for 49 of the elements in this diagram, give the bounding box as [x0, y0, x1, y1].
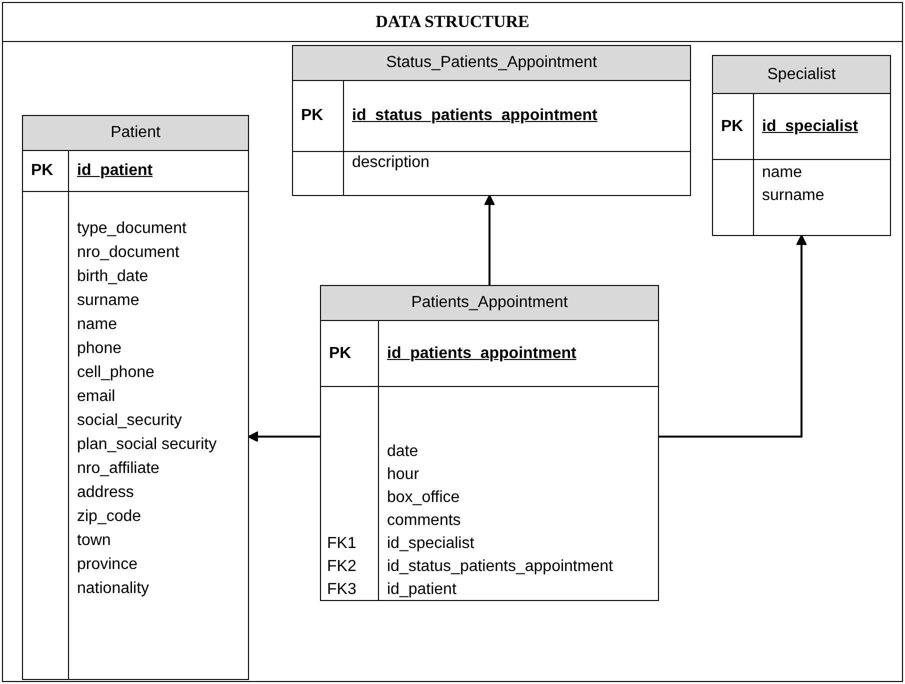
field-name: social_security: [77, 411, 182, 431]
key-label: PK: [31, 161, 54, 181]
entity-table: [292, 45, 691, 196]
field-name: name: [762, 163, 802, 183]
field-name: plan_social security: [77, 435, 217, 455]
field-name: hour: [387, 465, 420, 485]
field-name: id_status_patients_appointment: [387, 557, 613, 577]
field-name: type_document: [77, 219, 186, 239]
key-label: PK: [301, 106, 324, 126]
field-name: nro_affiliate: [77, 459, 160, 479]
table-name: Patient: [23, 116, 248, 151]
field-name: box_office: [387, 488, 460, 508]
field-name: birth_date: [77, 267, 148, 287]
entity-table: [320, 285, 659, 601]
field-name: surname: [77, 291, 140, 311]
table-name: Patients_Appointment: [321, 286, 658, 321]
field-name: name: [77, 315, 118, 335]
field-name: cell_phone: [77, 363, 154, 383]
field-name: address: [77, 483, 134, 503]
field-name: email: [77, 387, 116, 407]
primary-key-field: id_patient: [77, 161, 153, 181]
foreign-key-label: FK3: [327, 580, 356, 600]
field-name: comments: [387, 511, 461, 531]
field-name: nro_document: [77, 243, 180, 263]
table-name: Specialist: [713, 56, 890, 94]
primary-key-field: id_status_patients_appointment: [352, 106, 598, 126]
entity-table: [712, 55, 891, 236]
field-name: surname: [762, 186, 824, 206]
key-label: PK: [329, 344, 352, 364]
field-name: id_patient: [387, 580, 456, 600]
field-name: phone: [77, 339, 122, 359]
field-name: nationality: [77, 579, 150, 599]
primary-key-field: id_specialist: [762, 116, 858, 136]
relationship-arrow: [659, 234, 807, 438]
primary-key-field: id_patients_appointment: [387, 344, 576, 364]
field-name: description: [352, 153, 430, 173]
foreign-key-label: FK2: [327, 557, 356, 577]
entity-table: [22, 115, 249, 680]
field-name: zip_code: [77, 507, 142, 527]
field-name: town: [77, 531, 111, 551]
relationship-arrow: [484, 194, 495, 285]
field-name: id_specialist: [387, 534, 474, 554]
diagram-title: DATA STRUCTURE: [376, 12, 530, 32]
field-name: province: [77, 555, 138, 575]
relationship-arrow: [248, 431, 320, 442]
key-label: PK: [721, 116, 744, 136]
foreign-key-label: FK1: [327, 534, 356, 554]
field-name: date: [387, 442, 418, 462]
table-name: Status_Patients_Appointment: [293, 46, 690, 81]
